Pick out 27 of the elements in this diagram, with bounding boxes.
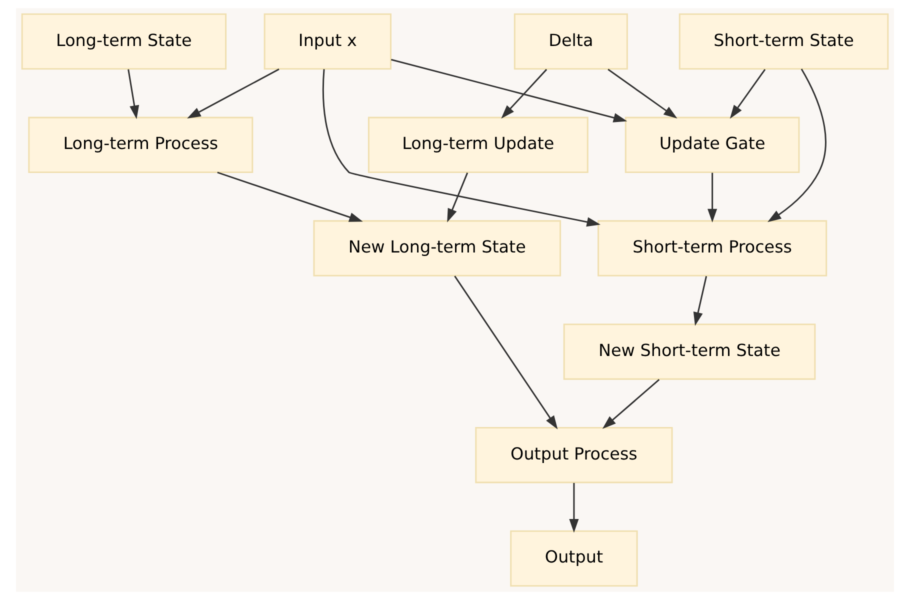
node-box: Long-term Update: [367, 116, 588, 174]
node-box: Long-term State: [20, 13, 226, 70]
node-box: New Long-term State: [312, 220, 561, 276]
arrow: [692, 276, 707, 326]
node-box: Input x: [263, 13, 392, 70]
arrow: [602, 379, 660, 429]
node-box: Update Gate: [624, 116, 800, 174]
arrow: [500, 68, 547, 119]
arrow: [390, 58, 627, 122]
node-box: Long-term Process: [28, 116, 253, 174]
arrow: [127, 69, 139, 120]
arrow: [707, 172, 717, 223]
node-box: Output Process: [474, 426, 672, 484]
arrow: [607, 68, 677, 119]
node-box: Short-term Process: [597, 220, 827, 276]
arrow: [186, 68, 279, 119]
arrow: [568, 482, 578, 533]
arrow: [729, 68, 766, 119]
node-box: Delta: [513, 13, 628, 70]
node-box: New Short-term State: [562, 324, 816, 380]
arrow: [216, 172, 362, 222]
arrow: [454, 276, 558, 430]
arrow: [446, 172, 468, 222]
arrow: [767, 68, 826, 222]
node-box: Short-term State: [678, 13, 888, 70]
node-box: Output: [510, 530, 638, 587]
arrow: [322, 69, 600, 227]
